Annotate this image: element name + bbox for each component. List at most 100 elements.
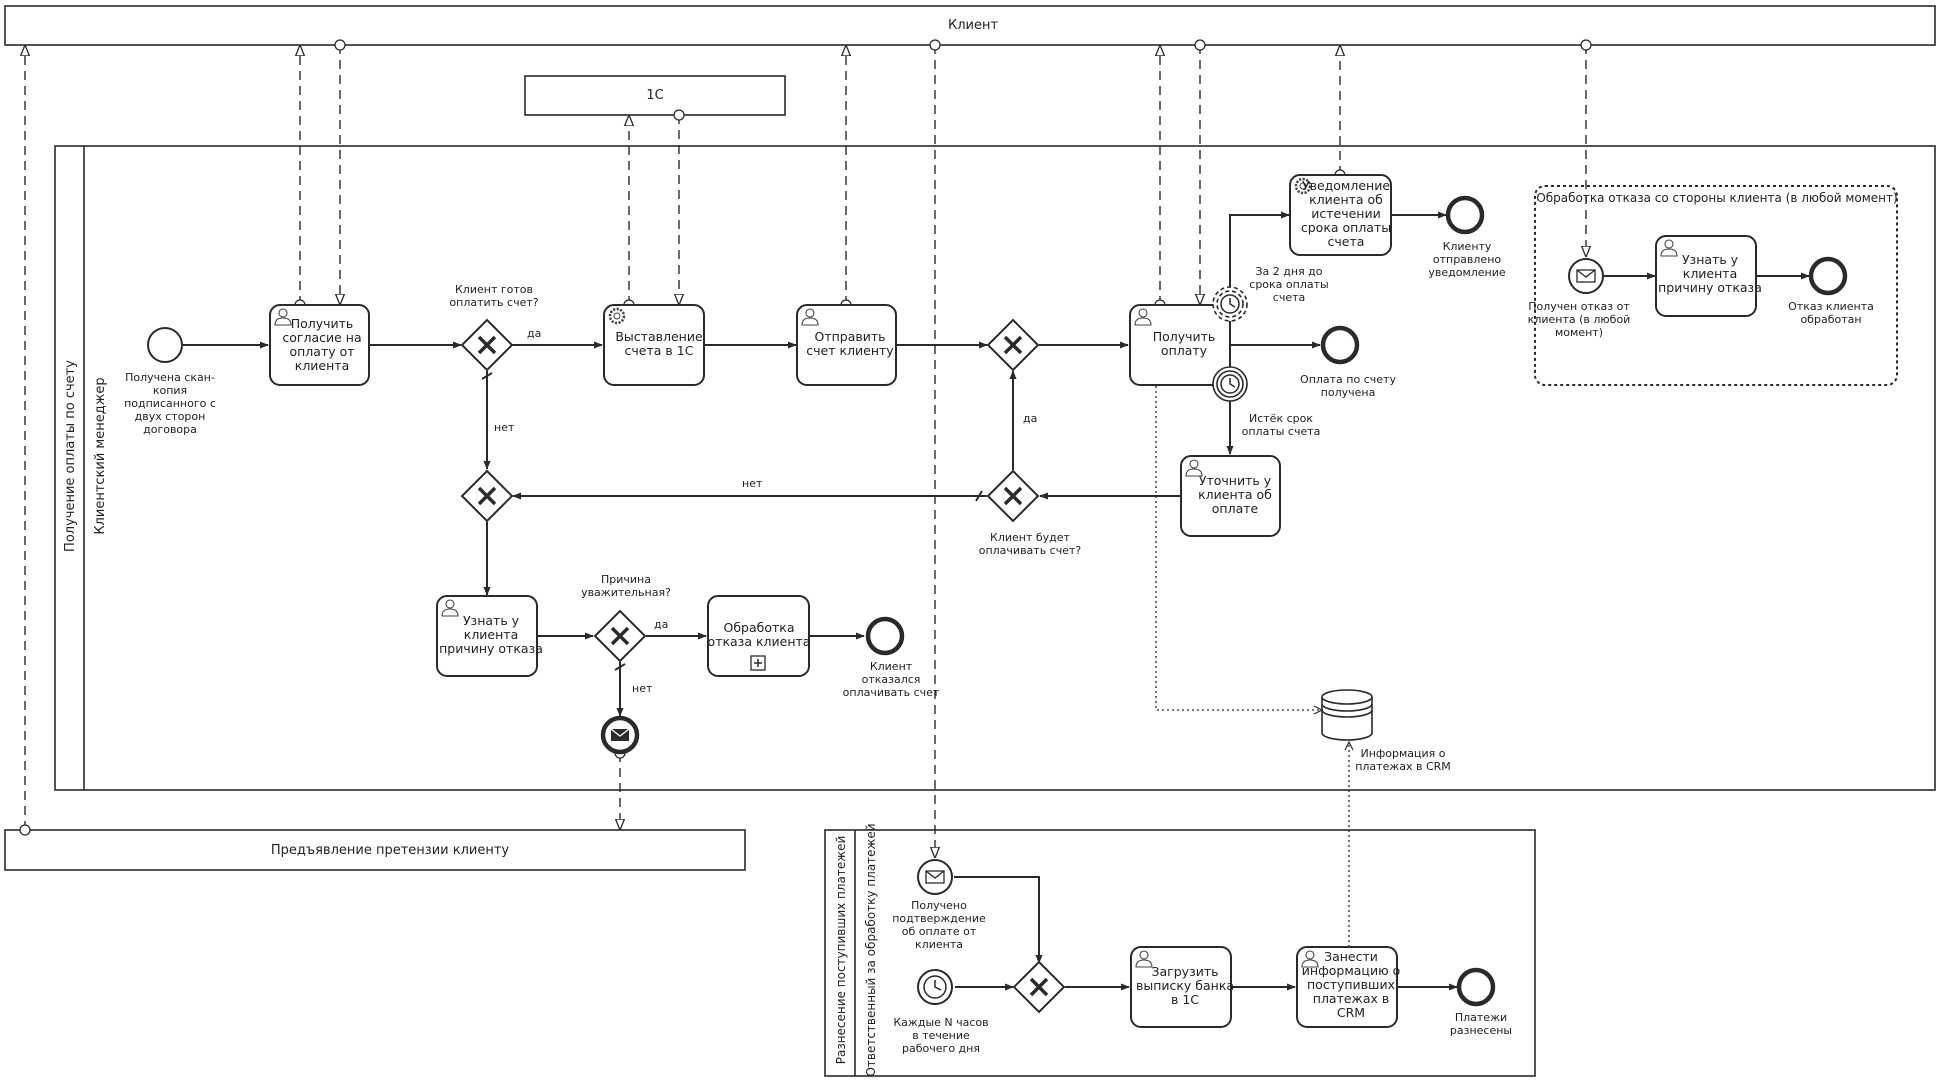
- timer-event-2days: [1212, 286, 1248, 322]
- task-enter-crm-line: информацию о: [1302, 963, 1400, 978]
- message-flows: [19, 39, 1592, 857]
- event-subprocess-title: Обработка отказа со стороны клиента (в л…: [1536, 191, 1897, 205]
- task-sub-refusal-line: клиента: [1683, 266, 1737, 281]
- end-event-paid: [1320, 325, 1360, 365]
- gateway-reason-valid: [593, 609, 647, 663]
- user-icon: [801, 308, 819, 326]
- pool-client: [4, 5, 1936, 46]
- pool-1c: [524, 75, 786, 116]
- task-get-payment-line: Получить: [1153, 329, 1216, 344]
- end-event-message: [600, 715, 640, 755]
- pool-main-label: Получение оплаты по счету: [63, 360, 78, 552]
- lane-main-label: Клиентский менеджер: [93, 377, 108, 534]
- task-clarify-payment-line: клиента об: [1198, 487, 1272, 502]
- gateway-after-send: [986, 318, 1040, 372]
- task-sub-refusal-line: Узнать у: [1682, 252, 1739, 267]
- user-icon: [1660, 239, 1678, 257]
- start-timer-n-hours: [917, 969, 953, 1005]
- user-icon: [441, 599, 459, 617]
- gateway-will-pay: [986, 469, 1040, 523]
- task-notify-expiry-line: клиента об: [1309, 192, 1383, 207]
- envelope-icon: [1576, 269, 1596, 283]
- task-load-statement-line: в 1С: [1171, 992, 1199, 1007]
- envelope-icon: [925, 870, 945, 884]
- task-clarify-payment-line: оплате: [1212, 501, 1259, 516]
- sequence-flows: [183, 211, 1810, 991]
- database-icon: [1321, 689, 1373, 741]
- task-notify-expiry-line: счета: [1328, 234, 1365, 249]
- clock-icon: [923, 975, 947, 999]
- expand-icon[interactable]: [750, 655, 766, 671]
- clock-icon: [1220, 294, 1240, 314]
- task-notify-expiry-line: срока оплаты: [1301, 220, 1391, 235]
- task-get-consent-line: согласие на: [282, 330, 361, 345]
- user-icon: [1185, 459, 1203, 477]
- sub-end-event: [1808, 256, 1848, 296]
- flow-label-no-2: нет: [742, 477, 763, 490]
- pool-claim: [4, 829, 746, 871]
- gear-icon: [608, 307, 626, 325]
- task-sub-refusal-line: причину отказа: [1658, 280, 1762, 295]
- task-refusal-reason-line: причину отказа: [439, 641, 543, 656]
- task-get-payment-line: оплату: [1161, 343, 1208, 358]
- task-get-consent-line: Получить: [291, 316, 354, 331]
- gateway-merge: [460, 469, 514, 523]
- task-refusal-reason-line: клиента: [464, 627, 518, 642]
- lane-posting-label: Ответственный за обработку платежей: [864, 823, 878, 1076]
- task-enter-crm-line: поступивших: [1307, 977, 1395, 992]
- end-event-notified: [1445, 195, 1485, 235]
- task-clarify-payment-line: Уточнить у: [1199, 473, 1272, 488]
- user-icon: [1134, 308, 1152, 326]
- gateway-ready-to-pay: [460, 318, 514, 372]
- flow-label-yes-1: да: [527, 327, 541, 340]
- subprocess-refusal-line: отказа клиента: [708, 634, 811, 649]
- start-message-confirm: [917, 859, 953, 895]
- sub-start-message-event: [1568, 258, 1604, 294]
- gateway-posting: [1012, 960, 1066, 1014]
- start-event-scan: [147, 327, 183, 363]
- task-get-consent-line: оплату от: [289, 344, 354, 359]
- pool-1c-label: 1С: [646, 88, 663, 103]
- task-enter-crm-line: платежах в: [1313, 991, 1389, 1006]
- user-icon: [1301, 950, 1319, 968]
- task-notify-expiry-line: Уведомление: [1302, 178, 1390, 193]
- subprocess-refusal-line: Обработка: [724, 620, 795, 635]
- user-icon: [274, 308, 292, 326]
- timer-event-expired: [1212, 366, 1248, 402]
- task-get-consent-line: клиента: [295, 358, 349, 373]
- task-load-statement-line: Загрузить: [1152, 964, 1219, 979]
- task-send-invoice-line: счет клиенту: [806, 343, 894, 358]
